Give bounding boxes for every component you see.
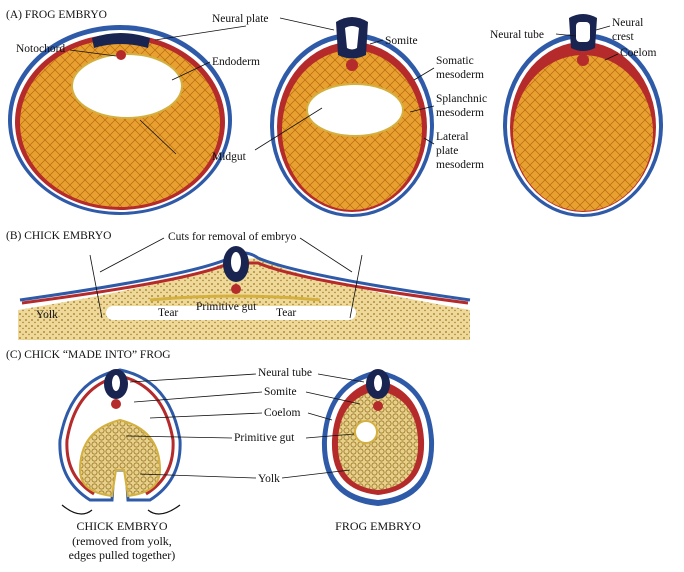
label-primitive-gut-c: Primitive gut bbox=[234, 432, 295, 444]
label-neural-crest-2: crest bbox=[612, 31, 635, 43]
label-tear-left: Tear bbox=[158, 307, 178, 319]
label-yolk-c: Yolk bbox=[258, 473, 280, 485]
panel-c: (C) CHICK “MADE INTO” FROG Neural tube bbox=[6, 349, 435, 562]
label-coelom-a: Coelom bbox=[620, 47, 656, 59]
chick-embryo-c bbox=[58, 368, 182, 502]
chick-caption-3: edges pulled together) bbox=[69, 548, 176, 562]
label-neural-tube-c: Neural tube bbox=[258, 367, 312, 379]
chick-caption-1: CHICK EMBRYO bbox=[76, 519, 167, 533]
label-somite: Somite bbox=[385, 35, 418, 47]
label-somatic-2: mesoderm bbox=[436, 69, 484, 81]
frog-embryo-2 bbox=[270, 17, 434, 217]
label-primitive-gut-b: Primitive gut bbox=[196, 301, 257, 313]
frog-embryo-1 bbox=[8, 25, 232, 215]
label-midgut: Midgut bbox=[212, 151, 247, 163]
label-lateral-1: Lateral bbox=[436, 131, 469, 143]
label-cuts: Cuts for removal of embryo bbox=[168, 231, 297, 243]
frog-embryo-3 bbox=[503, 14, 663, 217]
frog-caption: FROG EMBRYO bbox=[335, 519, 421, 533]
label-coelom-c: Coelom bbox=[264, 407, 300, 419]
label-somite-c: Somite bbox=[264, 386, 297, 398]
panel-a-header: (A) FROG EMBRYO bbox=[6, 9, 107, 21]
frog-embryo-c bbox=[321, 369, 435, 506]
panel-c-header: (C) CHICK “MADE INTO” FROG bbox=[6, 349, 171, 361]
label-neural-tube-a: Neural tube bbox=[490, 29, 544, 41]
label-notochord: Notochord bbox=[16, 43, 65, 55]
notochord-shape bbox=[116, 50, 126, 60]
label-tear-right: Tear bbox=[276, 307, 296, 319]
label-neural-crest-1: Neural bbox=[612, 17, 643, 29]
label-neural-plate: Neural plate bbox=[212, 13, 269, 25]
panel-a: (A) FROG EMBRYO Neural plate Notochord E… bbox=[6, 9, 663, 217]
panel-b-header: (B) CHICK EMBRYO bbox=[6, 230, 111, 242]
label-lateral-2: plate bbox=[436, 145, 458, 157]
label-splanchnic-1: Splanchnic bbox=[436, 93, 487, 105]
panel-b: (B) CHICK EMBRYO Cuts for removal of emb… bbox=[6, 230, 471, 340]
chick-embryo-section bbox=[18, 246, 471, 340]
label-endoderm: Endoderm bbox=[212, 56, 260, 68]
label-somatic-1: Somatic bbox=[436, 55, 474, 67]
chick-caption-2: (removed from yolk, bbox=[72, 534, 172, 548]
label-yolk-b: Yolk bbox=[36, 309, 58, 321]
label-splanchnic-2: mesoderm bbox=[436, 107, 484, 119]
label-lateral-3: mesoderm bbox=[436, 159, 484, 171]
